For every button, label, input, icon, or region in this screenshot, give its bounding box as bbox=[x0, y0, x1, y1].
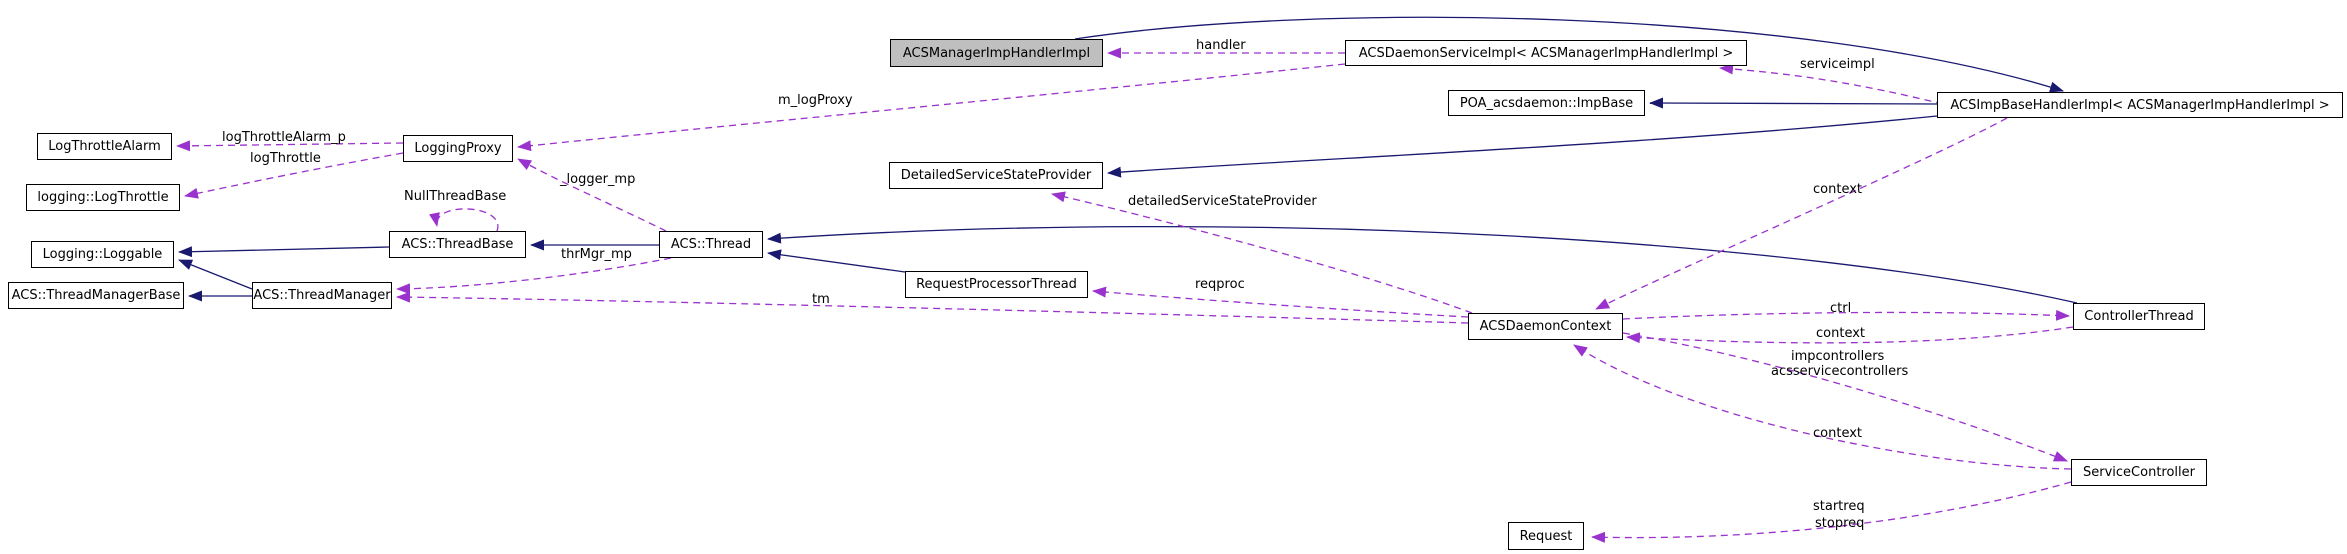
edge-usage-context-impbasehandler bbox=[1595, 117, 2008, 310]
edge-label-handler: handler bbox=[1196, 38, 1246, 53]
edge-inherit-acsthreadbase-loggingloggable bbox=[178, 246, 390, 258]
edge-usage-tm bbox=[396, 291, 1469, 324]
edge-label-nullthreadbase: NullThreadBase bbox=[404, 189, 507, 204]
edge-label-logthrottle: logThrottle bbox=[250, 151, 321, 166]
class-node-logging-loggable[interactable]: Logging::Loggable bbox=[31, 241, 174, 268]
class-node-acs-thread[interactable]: ACS::Thread bbox=[659, 231, 763, 258]
class-node-servicecontroller[interactable]: ServiceController bbox=[2071, 459, 2207, 486]
class-node-logging-logthrottle[interactable]: logging::LogThrottle bbox=[26, 184, 180, 211]
edge-inherit-acsimpbasehandlerimpl-detailedservicestateprovider bbox=[1107, 115, 1938, 178]
edge-usage-logthrottlealarm-p bbox=[176, 140, 404, 152]
edge-inherit-controllerthread-acsthread bbox=[767, 225, 2078, 304]
edge-usage-reqproc bbox=[1092, 286, 1469, 318]
edge-usage-context-servicecontroller bbox=[1573, 344, 2072, 470]
class-node-acsimpbasehandlerimpl[interactable]: ACSImpBaseHandlerImpl< ACSManagerImpHand… bbox=[1937, 92, 2343, 118]
edge-inherit-requestprocessorthread-acsthread bbox=[767, 249, 906, 273]
class-node-loggingproxy[interactable]: LoggingProxy bbox=[403, 135, 513, 162]
edge-usage-context-controllerthread bbox=[1626, 326, 2074, 344]
class-node-detailedservicestateprovider[interactable]: DetailedServiceStateProvider bbox=[889, 162, 1103, 189]
class-node-acsmanagerimphandlerimpl[interactable]: ACSManagerImpHandlerImpl bbox=[890, 39, 1103, 67]
edge-label-tm: tm bbox=[812, 292, 830, 307]
edge-usage-impcontrollers-acsservicecontrollers bbox=[1622, 332, 2068, 462]
edge-usage-detailedservicestateprovider bbox=[1051, 191, 1473, 314]
class-node-acs-threadmanager[interactable]: ACS::ThreadManager bbox=[252, 282, 392, 309]
edge-usage-ctrl bbox=[1622, 309, 2070, 321]
edge-label-context-controllerthread: context bbox=[1816, 326, 1865, 341]
edge-label-context-impbasehandler: context bbox=[1813, 182, 1862, 197]
class-node-acs-threadmanagerbase[interactable]: ACS::ThreadManagerBase bbox=[8, 282, 184, 309]
edge-usage-logger-mp bbox=[517, 158, 667, 232]
edge-usage-thrmgr-mp bbox=[396, 257, 672, 295]
edge-usage-serviceimpl bbox=[1719, 63, 1944, 105]
class-node-request[interactable]: Request bbox=[1508, 522, 1584, 550]
class-node-logthrottlealarm[interactable]: LogThrottleAlarm bbox=[37, 133, 172, 160]
edge-label-logger-mp: _logger_mp bbox=[560, 172, 636, 187]
class-node-controllerthread[interactable]: ControllerThread bbox=[2073, 303, 2205, 330]
edge-inherit-acsmanagerimphandlerimpl-acsimpbasehandlerimpl bbox=[1074, 16, 2064, 93]
class-node-acsdaemonserviceimpl[interactable]: ACSDaemonServiceImpl< ACSManagerImpHandl… bbox=[1345, 40, 1747, 66]
edge-usage-nullthreadbase-selfloop bbox=[429, 208, 499, 232]
edge-usage-startreq-stopreq bbox=[1591, 481, 2072, 543]
edge-label-serviceimpl: serviceimpl bbox=[1800, 57, 1875, 72]
edge-label-m-logproxy: m_logProxy bbox=[778, 93, 853, 108]
class-node-poa-acsdaemon-impbase[interactable]: POA_acsdaemon::ImpBase bbox=[1448, 90, 1645, 116]
edge-label-reqproc: reqproc bbox=[1195, 277, 1245, 292]
edge-usage-logthrottle bbox=[184, 152, 404, 199]
class-node-acs-threadbase[interactable]: ACS::ThreadBase bbox=[389, 231, 526, 258]
edge-label-impcontrollers: impcontrollers bbox=[1791, 349, 1885, 364]
edge-label-stopreq: stopreq bbox=[1815, 516, 1865, 531]
class-node-acsdaemoncontext[interactable]: ACSDaemonContext bbox=[1468, 313, 1623, 340]
edge-inherit-acsimpbasehandlerimpl-poaacsdaemonimpbase bbox=[1649, 97, 1938, 109]
edge-label-acsservicecontrollers: acsservicecontrollers bbox=[1771, 364, 1909, 379]
edge-usage-m-logproxy bbox=[517, 63, 1346, 152]
edge-label-startreq: startreq bbox=[1813, 499, 1865, 514]
edge-label-detailedservicestateprovider: detailedServiceStateProvider bbox=[1128, 194, 1317, 209]
edge-inherit-acsthreadmanager-loggingloggable bbox=[178, 259, 253, 290]
edge-label-context-servicecontroller: context bbox=[1813, 426, 1862, 441]
class-node-requestprocessorthread[interactable]: RequestProcessorThread bbox=[905, 271, 1088, 298]
edge-label-logthrottlealarm-p: logThrottleAlarm_p bbox=[222, 130, 346, 145]
edge-label-ctrl: ctrl bbox=[1830, 301, 1852, 316]
edge-label-thrmgr-mp: thrMgr_mp bbox=[561, 247, 632, 262]
